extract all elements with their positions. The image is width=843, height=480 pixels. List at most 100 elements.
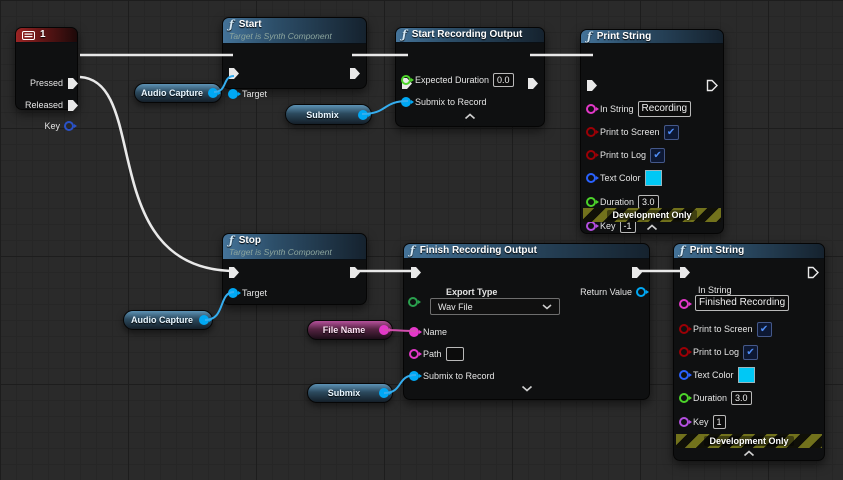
finish-exec-in-pin[interactable]	[410, 266, 422, 279]
finish-submix-pin[interactable]	[409, 371, 422, 381]
start-target-pin[interactable]	[228, 89, 241, 99]
text-color-label: Text Color	[600, 173, 641, 183]
key-event-title: 1	[40, 29, 46, 40]
expected-duration-label: Expected Duration	[415, 75, 490, 85]
collapse-chevron-icon[interactable]	[743, 450, 755, 457]
pressed-exec-pin[interactable]	[67, 77, 79, 90]
in-string-pin[interactable]	[586, 104, 599, 114]
released-exec-pin[interactable]	[67, 99, 79, 112]
finish-submix-row: Submix to Record	[409, 369, 495, 383]
print2-exec-out-pin[interactable]	[807, 266, 819, 279]
text-color-pin[interactable]	[679, 370, 692, 380]
stop-target-row: Target	[228, 286, 267, 300]
print1-exec-out-pin[interactable]	[706, 79, 718, 92]
audio-capture-output-pin[interactable]	[208, 88, 221, 98]
export-type-dropdown[interactable]: Wav File	[430, 298, 560, 315]
print-to-log-pin[interactable]	[586, 150, 599, 160]
start-exec-in-pin[interactable]	[228, 67, 240, 80]
text-color-swatch[interactable]	[644, 170, 662, 186]
print-to-screen-pin[interactable]	[679, 324, 692, 334]
print2-duration-row: Duration 3.0	[679, 391, 752, 405]
development-only-label: Development Only	[704, 436, 794, 446]
var-audio-capture-2[interactable]: Audio Capture	[123, 310, 213, 330]
key-struct-pin[interactable]	[64, 121, 77, 131]
var-submix-2[interactable]: Submix	[307, 383, 393, 403]
print1-exec-in-pin[interactable]	[586, 79, 598, 92]
pressed-pin-row: Pressed	[30, 76, 63, 90]
key-name-pin[interactable]	[679, 417, 692, 427]
submix-to-record-label: Submix to Record	[415, 97, 487, 107]
collapse-chevron-icon[interactable]	[646, 224, 658, 231]
in-string-input[interactable]: Finished Recording	[695, 295, 790, 311]
print-to-log-checkbox[interactable]: ✔	[650, 147, 666, 163]
print-to-screen-pin[interactable]	[586, 127, 599, 137]
key-input[interactable]: 1	[712, 415, 726, 429]
function-icon: ƒ	[229, 18, 234, 31]
submix-to-record-pin[interactable]	[401, 97, 414, 107]
text-color-swatch[interactable]	[737, 367, 755, 383]
return-value-label: Return Value	[580, 287, 632, 297]
node-key-event-1[interactable]: 1 Pressed Released Key	[15, 27, 79, 131]
print2-exec-in-pin[interactable]	[679, 266, 691, 279]
submix-label: Submix	[327, 388, 361, 398]
in-string-pin[interactable]	[679, 299, 692, 309]
duration-pin[interactable]	[586, 197, 599, 207]
var-submix-1[interactable]: Submix	[285, 104, 372, 125]
start-recording-exec-out-pin[interactable]	[527, 77, 539, 90]
start-title: Start	[238, 19, 262, 30]
path-pin[interactable]	[409, 349, 422, 359]
path-input[interactable]	[445, 347, 464, 361]
file-name-output-pin[interactable]	[379, 325, 392, 335]
stop-exec-out-pin[interactable]	[349, 266, 361, 279]
return-value-pin[interactable]	[636, 287, 649, 297]
path-row: Path	[409, 347, 464, 361]
print-to-screen-checkbox[interactable]: ✔	[663, 124, 679, 140]
duration-input[interactable]: 3.0	[638, 195, 659, 209]
print1-text-color-row: Text Color	[586, 170, 662, 186]
start-exec-out-pin[interactable]	[349, 67, 361, 80]
wire-released-to-stop	[79, 75, 232, 273]
var-file-name[interactable]: File Name	[307, 320, 393, 340]
audio-capture-label: Audio Capture	[141, 88, 203, 98]
stop-exec-in-pin[interactable]	[228, 266, 240, 279]
print1-duration-row: Duration 3.0	[586, 195, 659, 209]
print-to-log-checkbox[interactable]: ✔	[743, 344, 759, 360]
text-color-pin[interactable]	[586, 173, 599, 183]
submix-output-pin[interactable]	[358, 109, 371, 120]
collapse-chevron-icon[interactable]	[464, 113, 476, 120]
stop-target-pin[interactable]	[228, 288, 241, 298]
export-type-pin[interactable]	[408, 297, 421, 307]
function-icon: ƒ	[680, 244, 685, 257]
expand-chevron-icon[interactable]	[521, 385, 533, 392]
expected-duration-pin[interactable]	[401, 75, 414, 85]
print-to-log-pin[interactable]	[679, 347, 692, 357]
finish-exec-out-pin[interactable]	[631, 266, 643, 279]
print-to-screen-checkbox[interactable]: ✔	[756, 321, 772, 337]
submix-output-pin[interactable]	[379, 388, 392, 398]
in-string-label: In String	[698, 285, 732, 295]
name-pin[interactable]	[409, 327, 422, 337]
released-pin-row: Released	[25, 98, 63, 112]
duration-input[interactable]: 3.0	[731, 391, 752, 405]
expected-duration-input[interactable]: 0.0	[493, 73, 514, 87]
audio-capture-output-pin[interactable]	[199, 315, 212, 325]
duration-pin[interactable]	[679, 393, 692, 403]
key-name-pin[interactable]	[586, 221, 599, 231]
key-event-header[interactable]: 1	[16, 28, 77, 43]
print2-text-color-row: Text Color	[679, 367, 755, 383]
var-audio-capture-1[interactable]: Audio Capture	[134, 83, 222, 103]
in-string-input[interactable]: Recording	[637, 101, 692, 117]
